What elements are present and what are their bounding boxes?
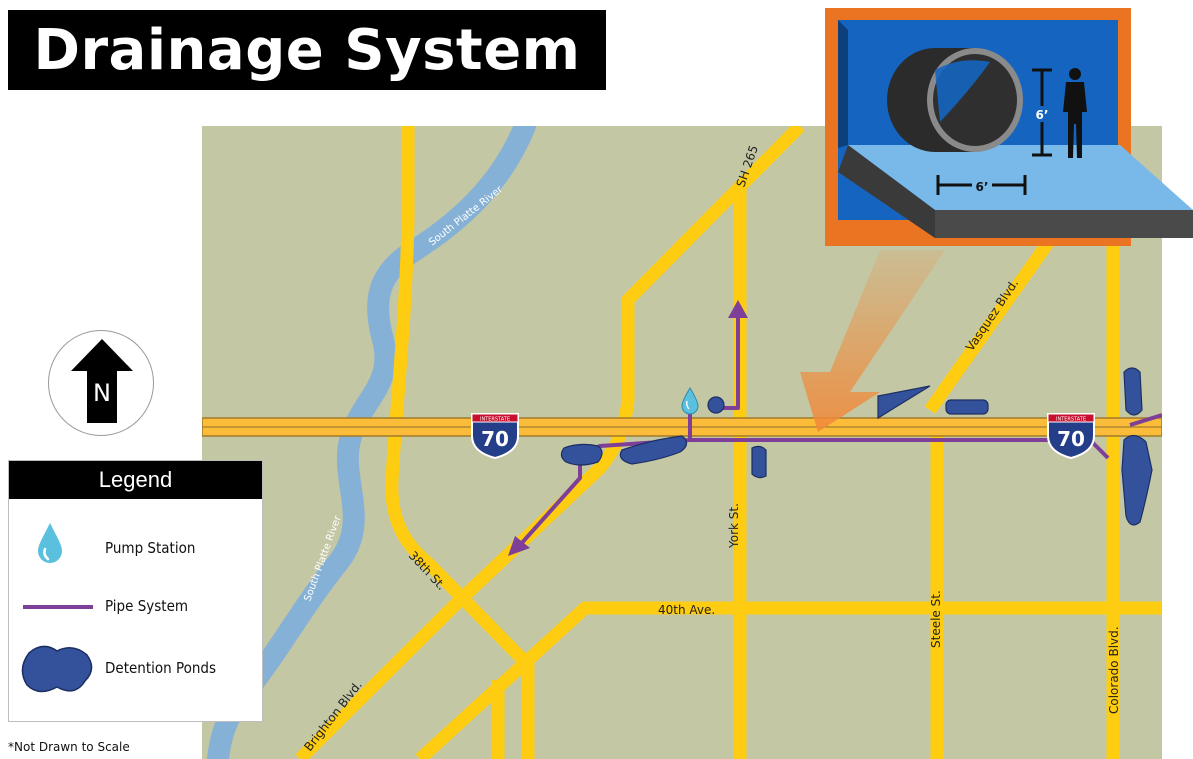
purple-line-icon xyxy=(23,605,93,609)
road-label-york: York St. xyxy=(727,503,741,549)
scale-footnote: *Not Drawn to Scale xyxy=(8,740,130,754)
pump-station-highlight xyxy=(686,400,690,410)
pond-colorado-north xyxy=(1123,367,1143,416)
title-banner: Drainage System xyxy=(8,10,606,90)
inset-floor-edge xyxy=(838,145,935,238)
legend-item-detention-ponds: Detention Ponds xyxy=(9,639,262,693)
height-label: 6’ xyxy=(1036,108,1049,122)
width-label: 6’ xyxy=(976,180,989,194)
legend: Legend Pump Station Pipe System Detentio… xyxy=(8,460,263,722)
north-arrow: N xyxy=(48,330,154,436)
pond-west-1 xyxy=(560,443,603,466)
north-arrow-icon: N xyxy=(71,339,133,423)
legend-label-pipe-system: Pipe System xyxy=(105,597,189,615)
inset-pointer-arrow xyxy=(800,250,945,432)
pump-station-icon xyxy=(681,387,699,415)
road-brighton-sh265 xyxy=(295,126,805,759)
road-label-steele: Steele St. xyxy=(929,590,943,648)
pond-york xyxy=(751,445,767,479)
shield-top-text: INTERSTATE xyxy=(480,417,510,423)
legend-label-detention-ponds: Detention Ponds xyxy=(105,659,216,677)
north-letter: N xyxy=(93,379,111,407)
pond-rect xyxy=(945,399,989,415)
road-38th-st xyxy=(385,126,535,759)
person-silhouette-icon xyxy=(1063,68,1087,158)
shield-number: 70 xyxy=(481,427,509,451)
pond-colorado-south xyxy=(1121,434,1153,526)
page-title: Drainage System xyxy=(33,17,581,83)
legend-item-pump-station: Pump Station xyxy=(9,521,262,571)
legend-item-pipe-system: Pipe System xyxy=(9,589,262,639)
road-label-colorado: Colorado Blvd. xyxy=(1107,626,1121,714)
pond-blob-icon xyxy=(21,645,93,693)
legend-label-pump-station: Pump Station xyxy=(105,539,196,557)
pond-west-2 xyxy=(619,435,688,465)
interstate-70-shield-west: INTERSTATE 70 xyxy=(471,413,519,460)
water-drop-icon xyxy=(38,523,62,563)
pipe-dimension-inset: 6’ 6’ xyxy=(825,8,1193,246)
pond-small-circle xyxy=(707,396,725,414)
shield-top-text: INTERSTATE xyxy=(1056,417,1086,423)
road-40th-ave xyxy=(415,601,1162,759)
inset-wall-side xyxy=(838,20,848,148)
pipe-inner-view xyxy=(935,60,990,122)
road-label-40th-ave: 40th Ave. xyxy=(658,603,715,617)
inset-floor-front xyxy=(935,210,1193,238)
pipe-arrow-north xyxy=(728,300,748,318)
legend-heading: Legend xyxy=(9,461,262,499)
interstate-70-shield-east: INTERSTATE 70 xyxy=(1047,413,1095,460)
shield-number: 70 xyxy=(1057,427,1085,451)
pond-triangle xyxy=(877,385,931,420)
pipe-east-connector xyxy=(1129,413,1162,427)
inset-floor xyxy=(848,145,1193,210)
road-vasquez-blvd xyxy=(924,236,1056,414)
pipe-arrow-southwest xyxy=(508,536,530,556)
